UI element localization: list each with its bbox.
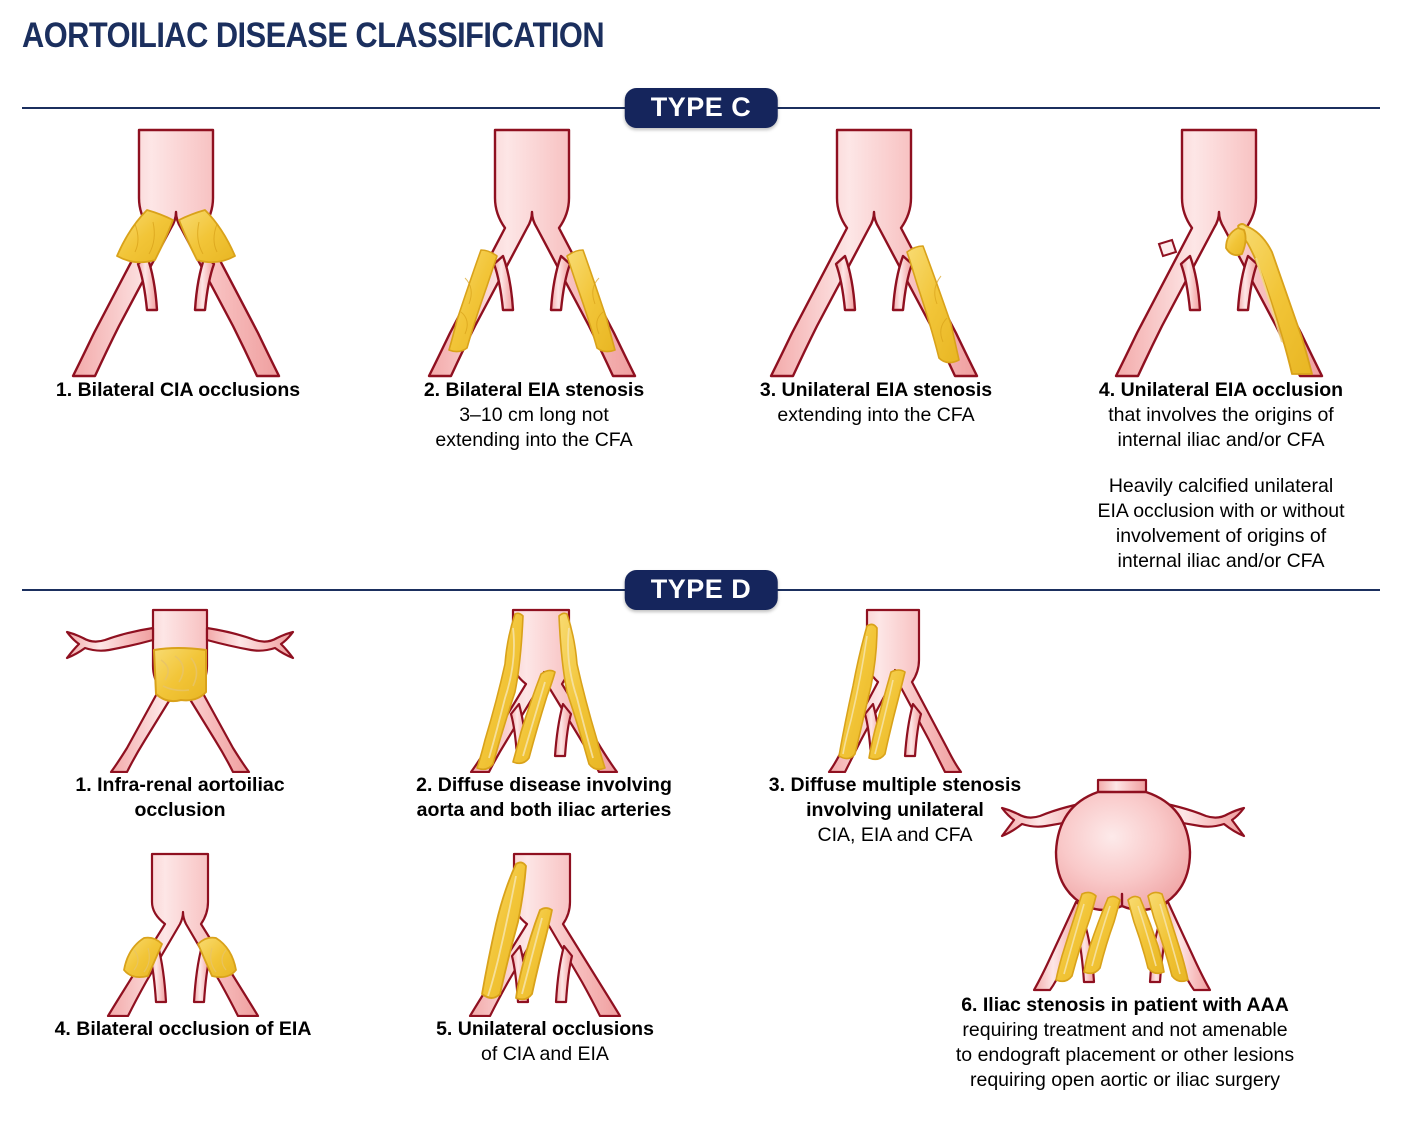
- bilateral-eia-occlusion-icon: [106, 852, 260, 1017]
- caption-bold-line: Bilateral occlusion of EIA: [76, 1018, 312, 1040]
- caption-bold-line: Diffuse multiple stenosis: [790, 774, 1022, 796]
- figure-d3: 3. Diffuse multiple stenosis involving u…: [745, 608, 1045, 848]
- caption-number: 1.: [75, 774, 92, 796]
- bilateral-cia-occlusion-icon: [71, 128, 281, 378]
- caption-bold-line: Bilateral CIA occlusions: [77, 379, 301, 401]
- infrarenal-aortoiliac-occlusion-icon: [65, 608, 295, 773]
- section-badge-type-d: TYPE D: [624, 570, 778, 610]
- caption-number: 2.: [423, 379, 441, 401]
- caption-line: to endograft placement or other lesions: [955, 1044, 1295, 1066]
- caption-c2: 2. Bilateral EIA stenosis 3–10 cm long n…: [384, 378, 684, 453]
- caption-extra-line: internal iliac and/or CFA: [1117, 550, 1325, 572]
- figure-d5: 5. Unilateral occlusions of CIA and EIA: [400, 852, 690, 1067]
- caption-extra-line: EIA occlusion with or without: [1097, 500, 1345, 522]
- caption-bold-line: Infra-renal aortoiliac: [97, 774, 285, 796]
- diffuse-aorta-both-iliac-icon: [469, 608, 619, 773]
- caption-bold-line: Unilateral EIA stenosis: [781, 379, 993, 401]
- caption-bold-line: Diffuse disease involving: [437, 774, 672, 796]
- caption-d3: 3. Diffuse multiple stenosis involving u…: [745, 773, 1045, 848]
- figure-d4: 4. Bilateral occlusion of EIA: [38, 852, 328, 1042]
- caption-extra-line: involvement of origins of: [1115, 525, 1327, 547]
- caption-d5: 5. Unilateral occlusions of CIA and EIA: [400, 1017, 690, 1067]
- caption-c1: 1. Bilateral CIA occlusions: [28, 378, 328, 403]
- caption-d4: 4. Bilateral occlusion of EIA: [38, 1017, 328, 1042]
- unilateral-eia-occlusion-icon: [1114, 128, 1324, 378]
- caption-d2: 2. Diffuse disease involving aorta and b…: [394, 773, 694, 823]
- caption-bold-line: aorta and both iliac arteries: [416, 799, 672, 821]
- figure-d1: 1. Infra-renal aortoiliac occlusion: [30, 608, 330, 823]
- figure-d2: 2. Diffuse disease involving aorta and b…: [394, 608, 694, 823]
- caption-c3: 3. Unilateral EIA stenosis extending int…: [726, 378, 1026, 428]
- unilateral-cia-eia-occlusion-icon: [468, 852, 622, 1017]
- figure-c1: 1. Bilateral CIA occlusions: [28, 128, 328, 403]
- section-header-type-d: TYPE D: [22, 570, 1380, 610]
- unilateral-eia-stenosis-icon: [769, 128, 979, 378]
- caption-line: requiring treatment and not amenable: [962, 1019, 1288, 1041]
- caption-number: 3.: [768, 774, 786, 796]
- caption-number: 6.: [961, 994, 978, 1016]
- caption-line: CIA, EIA and CFA: [817, 824, 973, 846]
- diffuse-multiple-stenosis-unilateral-icon: [827, 608, 963, 773]
- figure-c4: 4. Unilateral EIA occlusion that involve…: [1062, 128, 1380, 574]
- caption-extra-line: Heavily calcified unilateral: [1108, 475, 1334, 497]
- caption-number: 2.: [416, 774, 433, 796]
- caption-bold-line: Unilateral EIA occlusion: [1120, 379, 1344, 401]
- caption-line: extending into the CFA: [435, 429, 633, 451]
- caption-bold-line: involving unilateral: [806, 799, 984, 821]
- iliac-stenosis-with-aaa-icon: [1000, 778, 1246, 992]
- caption-bold-line: Iliac stenosis in patient with AAA: [982, 994, 1289, 1016]
- bilateral-eia-stenosis-icon: [427, 128, 637, 378]
- caption-line: of CIA and EIA: [481, 1043, 609, 1065]
- caption-line: internal iliac and/or CFA: [1117, 429, 1325, 451]
- caption-d1: 1. Infra-renal aortoiliac occlusion: [30, 773, 330, 823]
- page-title: AORTOILIAC DISEASE CLASSIFICATION: [22, 16, 605, 55]
- figure-c2: 2. Bilateral EIA stenosis 3–10 cm long n…: [384, 128, 684, 453]
- caption-line: that involves the origins of: [1108, 404, 1334, 426]
- caption-bold-line: Bilateral EIA stenosis: [445, 379, 645, 401]
- caption-bold-line: Unilateral occlusions: [457, 1018, 654, 1040]
- caption-line: 3–10 cm long not: [459, 404, 609, 426]
- figure-d6: 6. Iliac stenosis in patient with AAA re…: [900, 778, 1350, 1093]
- caption-number: 3.: [759, 379, 777, 401]
- caption-number: 5.: [436, 1018, 453, 1040]
- caption-d6: 6. Iliac stenosis in patient with AAA re…: [900, 993, 1350, 1093]
- caption-bold-line: occlusion: [134, 799, 226, 821]
- caption-number: 4.: [54, 1018, 71, 1040]
- caption-number: 1.: [55, 379, 73, 401]
- section-header-type-c: TYPE C: [22, 88, 1380, 128]
- section-badge-type-c: TYPE C: [624, 88, 778, 128]
- caption-number: 4.: [1098, 379, 1116, 401]
- caption-c4: 4. Unilateral EIA occlusion that involve…: [1062, 378, 1380, 574]
- caption-line: requiring open aortic or iliac surgery: [970, 1069, 1280, 1091]
- figure-c3: 3. Unilateral EIA stenosis extending int…: [726, 128, 1026, 428]
- caption-line: extending into the CFA: [777, 404, 975, 426]
